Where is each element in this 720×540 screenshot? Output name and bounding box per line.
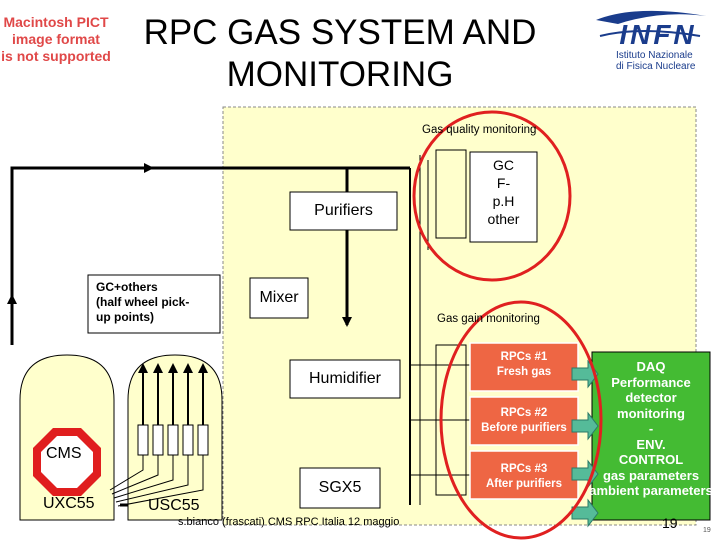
- rpc2-line-1: RPCs #2: [500, 407, 548, 419]
- pict-notice: Macintosh PICT image format is not suppo…: [0, 14, 112, 65]
- cms-octagon-inner: [41, 436, 93, 488]
- rpc1-line-1: RPCs #1: [500, 351, 548, 363]
- gc-list-box: [469, 151, 538, 243]
- arrow-rpc3: [571, 459, 599, 489]
- daq-line-4: monitoring: [617, 405, 685, 421]
- humidifier-box: [289, 359, 401, 399]
- gc-others-box: [87, 274, 221, 334]
- gc-list-item-ph: p.H: [492, 193, 515, 209]
- rpc1-box: [469, 342, 579, 392]
- daq-line-7: CONTROL: [618, 452, 684, 467]
- infn-logo: [596, 10, 706, 37]
- daq-line-1: DAQ: [636, 359, 666, 374]
- page-title: RPC GAS SYSTEM AND MONITORING: [120, 12, 560, 96]
- daq-line-8: gas parameters: [602, 467, 700, 483]
- rpc3-box: [469, 450, 579, 500]
- infn-logo-text: INFN Istituto Nazionale di Fisica Nuclea…: [598, 19, 718, 73]
- daq-line-3: detector: [625, 390, 677, 405]
- pict-notice-line-2: image format: [12, 31, 100, 47]
- rpc2-label: RPCs #2 Before purifiers: [470, 406, 578, 436]
- gc-list: GC F- p.H other: [470, 156, 537, 228]
- gas-gain-highlight-circle: [439, 300, 603, 540]
- purifiers-box: [289, 191, 398, 231]
- pict-notice-line-3: is not supported: [1, 48, 111, 64]
- cables: [109, 455, 204, 507]
- footer-credit: s.bianco (frascati) CMS RPC Italia 12 ma…: [178, 516, 400, 528]
- cms-label: CMS: [46, 445, 82, 462]
- usc55-label: USC55: [148, 497, 200, 514]
- gc-others-line-2: (half wheel pick-: [96, 295, 190, 309]
- rpc1-label: RPCs #1 Fresh gas: [470, 350, 578, 380]
- infn-letters: INFN: [619, 19, 697, 50]
- rpc3-line-2: After purifiers: [485, 478, 563, 490]
- rpc3-label: RPCs #3 After purifiers: [470, 462, 578, 492]
- rack-modules: [137, 424, 209, 456]
- gas-gain-label: Gas gain monitoring: [437, 313, 540, 325]
- gc-others-line-1: GC+others: [96, 280, 158, 294]
- gas-quality-highlight-circle: [412, 110, 572, 282]
- gc-others-label: GC+others (half wheel pick- up points): [96, 280, 216, 325]
- page-number-small: 19: [703, 527, 711, 534]
- arrow-bottom: [571, 498, 599, 528]
- daq-line-5: -: [648, 421, 654, 436]
- daq-label: DAQ Performance detector monitoring - EN…: [584, 359, 718, 499]
- rpc3-line-1: RPCs #3: [500, 463, 548, 475]
- title-line-1: RPC GAS SYSTEM AND: [143, 13, 537, 52]
- return-line: [10, 163, 154, 300]
- daq-box: [591, 351, 711, 521]
- mixer-box: [249, 277, 309, 319]
- page-number: 19: [662, 515, 678, 531]
- pict-notice-line-1: Macintosh PICT: [3, 14, 109, 30]
- daq-line-9: ambient parameters: [589, 483, 713, 498]
- gc-list-item-gc: GC: [493, 157, 514, 173]
- rack-arrows: [138, 363, 208, 425]
- infn-subtitle-1: Istituto Nazionale: [616, 50, 693, 61]
- gc-list-item-other: other: [487, 211, 520, 227]
- arrow-rpc2: [571, 411, 599, 441]
- humidifier-label: Humidifier: [308, 370, 381, 387]
- rpc2-box: [469, 396, 579, 446]
- rpc1-line-2: Fresh gas: [496, 366, 552, 378]
- mixer-label: Mixer: [259, 289, 299, 306]
- purifiers-label: Purifiers: [314, 202, 373, 219]
- sgx5-box: [299, 467, 381, 509]
- daq-line-6: ENV.: [636, 436, 666, 452]
- daq-line-2: Performance: [611, 374, 691, 390]
- infn-subtitle-2: di Fisica Nucleare: [616, 61, 696, 72]
- gas-quality-label: Gas quality monitoring: [422, 124, 537, 136]
- sgx5-label: SGX5: [318, 479, 362, 496]
- gc-bracket: [435, 149, 467, 239]
- gc-list-item-f: F-: [496, 175, 511, 191]
- title-line-2: MONITORING: [226, 55, 454, 94]
- gc-others-line-3: up points): [96, 310, 154, 324]
- rpc2-line-2: Before purifiers: [481, 422, 567, 434]
- uxc55-label: UXC55: [43, 495, 95, 512]
